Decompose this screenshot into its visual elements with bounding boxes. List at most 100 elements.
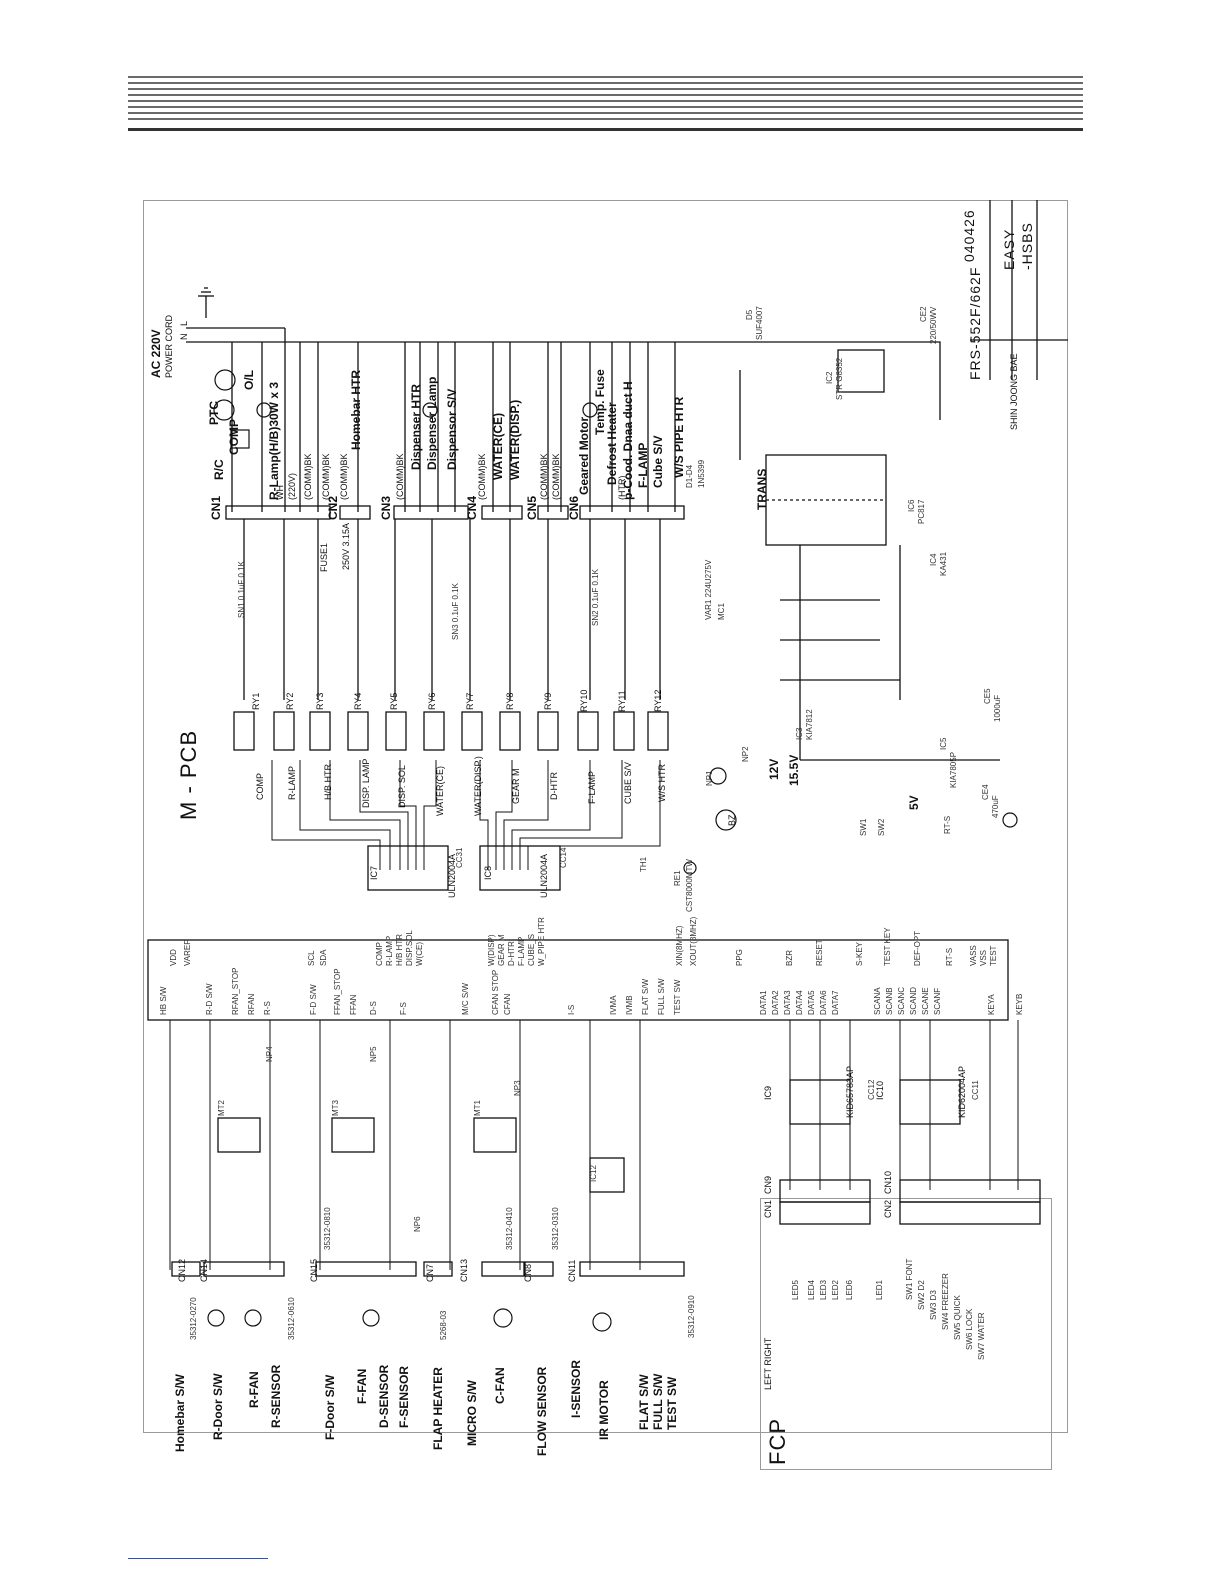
mcu-pin-rfan: RFAN: [247, 993, 256, 1015]
cn8-part: 35312-0310: [551, 1207, 560, 1250]
mcu-pin-f-lamp: F-LAMP: [517, 936, 526, 966]
relay-label-ws-htr: W/S HTR: [657, 764, 667, 802]
mcu-pin-data7: DATA7: [831, 990, 840, 1015]
load-cube-sv: Cube S/V: [651, 435, 665, 488]
mcu-pin-gear-m: GEAR M: [497, 934, 506, 966]
cn11-label: CN11: [567, 1259, 577, 1282]
cn11-part: 35312-0910: [687, 1295, 696, 1338]
relay-label-r-lamp: R-LAMP: [287, 765, 297, 800]
mcu-pin-ivma: IVMA: [609, 995, 618, 1015]
snubber-2: SN2 0.1uF 0.1K: [591, 569, 600, 626]
mc1-label: MC1: [717, 603, 726, 620]
wire-comm-7: (COMM)BK: [551, 453, 561, 501]
mcu-pin-wce: W(CE): [415, 942, 424, 966]
relay-ry10: RY10: [579, 689, 589, 712]
d1-d4-part: 1N5399: [697, 459, 706, 488]
mcu-pin-rt-s: RT-S: [945, 947, 954, 966]
cn7-label: CN7: [425, 1263, 435, 1282]
relay-label-cube-sv: CUBE S/V: [623, 761, 633, 804]
wire-comm-1: (COMM)BK: [303, 453, 313, 501]
mt1-label: MT1: [473, 1100, 482, 1116]
relay-ry8: RY8: [505, 692, 515, 710]
ic10-label: IC10: [875, 1080, 885, 1100]
mcu-pin-bzr: BZR: [785, 950, 794, 966]
cc14-label: CC14: [559, 847, 568, 868]
load-water-ce: WATER(CE): [491, 412, 505, 480]
cn3-label: CN3: [379, 495, 393, 520]
mcu-pin-test-key: TEST KEY: [883, 927, 892, 966]
wire-comm-4: (COMM)BK: [395, 453, 405, 501]
fcp-key-sw2: SW2 D2: [917, 1280, 926, 1310]
schematic-frame: [143, 200, 1068, 1433]
cn14-label: CN14: [199, 1258, 209, 1282]
input-r-fan: R-FAN: [247, 1371, 261, 1408]
load-defrost-heater: Defrost Heater: [605, 402, 619, 485]
relay-ry1: RY1: [251, 692, 261, 710]
mcu-pin-cfan-stop: CFAN STOP: [491, 969, 500, 1015]
input-r-sensor: R-SENSOR: [269, 1364, 283, 1428]
fcp-led2: LED2: [831, 1279, 840, 1300]
oscillator-part: CST8000MTW: [685, 859, 694, 912]
neutral-label: N: [179, 333, 189, 341]
mcu-pin-reset: RESET: [815, 939, 824, 966]
mcu-pin-mc-sw: M/C S/W: [461, 983, 470, 1015]
mcu-pin-r-lamp: R-LAMP: [385, 935, 394, 966]
ic3-label: IC3: [795, 727, 804, 740]
mcu-pin-data3: DATA3: [783, 990, 792, 1015]
input-full-sw: FULL S/W: [651, 1373, 665, 1430]
fcp-title: FCP: [765, 1418, 790, 1465]
mcu-pin-is: I-S: [567, 1004, 576, 1015]
mcu-pin-cfan: CFAN: [503, 993, 512, 1015]
mcu-pin-data2: DATA2: [771, 990, 780, 1015]
mcu-pin-test: TEST: [989, 945, 998, 966]
ic5-part: KIA7805P: [949, 751, 958, 788]
ce4-part: 470uF: [991, 795, 1000, 818]
relay-label-water-ce: WATER(CE): [435, 766, 445, 816]
ic8-part: ULN2004A: [539, 853, 549, 898]
rail-15v: 15.5V: [787, 754, 801, 786]
relay-ry5: RY5: [389, 692, 399, 710]
fcp-key-sw6: SW6 LOCK: [965, 1308, 974, 1350]
relay-label-hb-htr: H/B HTR: [323, 764, 333, 800]
rail-12v: 12V: [767, 758, 781, 780]
load-dispenser-lamp: Dispenser Lamp: [425, 376, 439, 470]
ic4-part: KA431: [939, 551, 948, 576]
relay-label-disp-lamp: DISP. LAMP: [361, 758, 371, 808]
load-ptc: PTC: [207, 401, 221, 425]
mcu-pin-varef: VAREF: [183, 939, 192, 966]
ce4-label: CE4: [981, 784, 990, 800]
fuse-rating: 250V 3.15A: [341, 522, 351, 570]
cn12-label: CN12: [177, 1258, 187, 1282]
load-rc: R/C: [212, 459, 226, 480]
fcp-key-sw5: SW5 QUICK: [953, 1295, 962, 1340]
load-dispenser-htr: Dispenser HTR: [409, 383, 423, 470]
fcp-key-sw1: SW1 FONT: [905, 1258, 914, 1300]
mcu-pin-scanc: SCANC: [897, 986, 906, 1015]
fcp-led5: LED5: [791, 1279, 800, 1300]
mcu-pin-xout: XOUT(8MHZ): [689, 916, 698, 966]
mcu-pin-d-htr: D-HTR: [507, 941, 516, 966]
th1-label: TH1: [639, 856, 648, 872]
fcp-led6: LED6: [845, 1279, 854, 1300]
ce2-part: 220/50WV: [929, 306, 938, 344]
input-homebar-sw: Homebar S/W: [173, 1373, 187, 1452]
rail-5v: 5V: [907, 795, 921, 810]
rts-label: RT-S: [943, 815, 952, 834]
cn14-part: 35312-0610: [287, 1297, 296, 1340]
mcu-pin-flat-sw: FLAT S/W: [641, 978, 650, 1015]
cc31-label: CC31: [455, 847, 464, 868]
cn12-part: 35312-0270: [189, 1297, 198, 1340]
wire-comm-6: (COMM)BK: [539, 453, 549, 501]
mt3-label: MT3: [331, 1100, 340, 1116]
easy-label: EASY: [1001, 228, 1017, 270]
relay-label-d-htr: D-HTR: [549, 772, 559, 800]
mcu-pin-scana: SCANA: [873, 987, 882, 1015]
wire-htr: (HTR): [617, 475, 627, 501]
relay-label-disp-sol: DISP. SOL: [397, 765, 407, 808]
ce5-label: CE5: [983, 688, 992, 704]
mcu-pin-full-sw: FULL S/W: [657, 978, 666, 1015]
input-f-sensor: F-SENSOR: [397, 1365, 411, 1428]
power-cord-label: POWER CORD: [164, 315, 174, 378]
wire-comm-3: (COMM)BK: [339, 453, 349, 501]
fcp-led3: LED3: [819, 1279, 828, 1300]
